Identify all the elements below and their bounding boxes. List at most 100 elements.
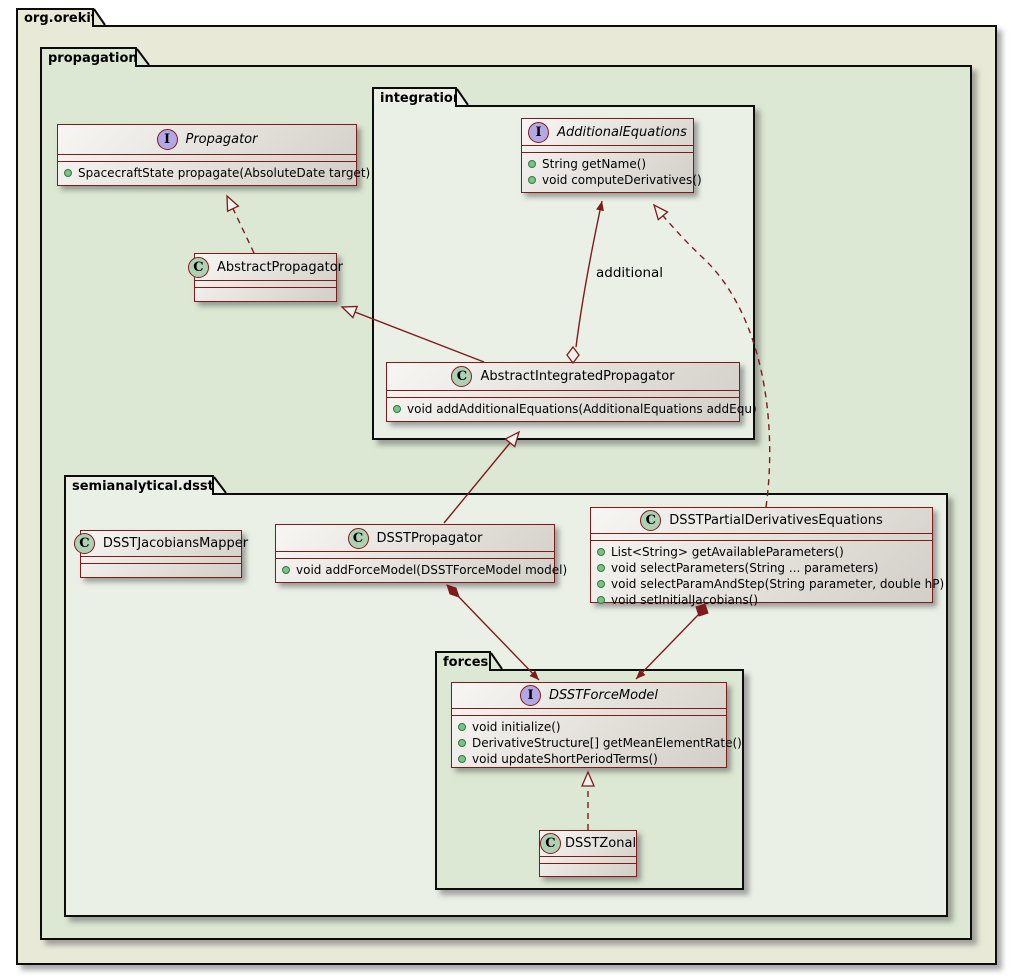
class-name: AbstractIntegratedPropagator bbox=[480, 369, 675, 384]
class-dsst-propagator-header: C DSSTPropagator bbox=[276, 525, 554, 551]
class-name: DSSTJacobiansMapper bbox=[102, 536, 249, 551]
method-row: DerivativeStructure[] getMeanElementRate… bbox=[458, 735, 742, 751]
class-propagator-header: I Propagator bbox=[58, 125, 356, 154]
methods-compartment bbox=[540, 864, 636, 877]
class-name: DSSTZonal bbox=[564, 836, 637, 851]
method-row: void addForceModel(DSSTForceModel model) bbox=[282, 562, 567, 578]
public-method-icon bbox=[597, 580, 605, 588]
method-label: DerivativeStructure[] getMeanElementRate… bbox=[472, 736, 742, 750]
method-row: void addAdditionalEquations(AdditionalEq… bbox=[393, 401, 757, 417]
package-forces-label: forces bbox=[443, 654, 489, 670]
methods-compartment: void addAdditionalEquations(AdditionalEq… bbox=[387, 398, 757, 421]
public-method-icon bbox=[528, 176, 536, 184]
class-name: DSSTForceModel bbox=[549, 688, 658, 703]
method-label: void initialize() bbox=[472, 720, 561, 734]
method-row: String getName() bbox=[528, 156, 687, 172]
method-row: void initialize() bbox=[458, 719, 720, 735]
class-dsst-force-model: I DSSTForceModel void initialize() Deriv… bbox=[451, 682, 742, 771]
public-method-icon bbox=[282, 566, 290, 574]
methods-compartment: SpacecraftState propagate(AbsoluteDate t… bbox=[58, 162, 370, 185]
interface-icon: I bbox=[156, 129, 178, 150]
public-method-icon bbox=[64, 169, 72, 177]
public-method-icon bbox=[458, 755, 466, 763]
class-icon: C bbox=[73, 533, 95, 554]
methods-compartment bbox=[195, 288, 336, 301]
public-method-icon bbox=[597, 564, 605, 572]
class-dsst-jacobians-mapper: C DSSTJacobiansMapper bbox=[73, 530, 248, 578]
class-dsst-force-model-header: I DSSTForceModel bbox=[452, 683, 726, 708]
interface-icon: I bbox=[520, 685, 542, 706]
method-label: List<String> getAvailableParameters() bbox=[611, 545, 844, 559]
class-dsst-zonal-header: C DSSTZonal bbox=[539, 831, 637, 856]
method-row: void computeDerivatives() bbox=[528, 172, 702, 188]
package-orekit-tab: org.orekit bbox=[16, 8, 98, 27]
package-propagation-label: propagation bbox=[48, 50, 138, 66]
method-label: void addAdditionalEquations(AdditionalEq… bbox=[407, 402, 757, 416]
class-abstract-propagator: C AbstractPropagator bbox=[187, 253, 343, 302]
method-row: SpacecraftState propagate(AbsoluteDate t… bbox=[64, 165, 370, 181]
methods-compartment: void initialize() DerivativeStructure[] … bbox=[452, 716, 742, 771]
fields-compartment bbox=[387, 390, 739, 398]
method-label: void addForceModel(DSSTForceModel model) bbox=[296, 563, 568, 577]
method-label: void selectParameters(String ... paramet… bbox=[611, 561, 879, 575]
package-forces-tab: forces bbox=[435, 651, 491, 671]
method-label: void selectParamAndStep(String parameter… bbox=[611, 577, 945, 591]
class-icon: C bbox=[640, 510, 662, 531]
package-orekit-label: org.orekit bbox=[24, 11, 98, 26]
edge-label-additional: additional bbox=[596, 265, 664, 281]
method-row: void selectParamAndStep(String parameter… bbox=[597, 576, 944, 592]
class-dsst-partial-derivatives-equations-header: C DSSTPartialDerivativesEquations bbox=[591, 508, 932, 533]
method-label: SpacecraftState propagate(AbsoluteDate t… bbox=[78, 166, 371, 180]
class-dsst-partial-derivatives-equations: C DSSTPartialDerivativesEquations List<S… bbox=[590, 507, 944, 607]
class-abstract-integrated-propagator: C AbstractIntegratedPropagator void addA… bbox=[386, 362, 757, 422]
class-abstract-propagator-header: C AbstractPropagator bbox=[187, 254, 343, 280]
methods-compartment bbox=[81, 564, 241, 577]
class-propagator: I Propagator SpacecraftState propagate(A… bbox=[57, 124, 370, 186]
methods-compartment: List<String> getAvailableParameters() vo… bbox=[591, 541, 944, 612]
fields-compartment bbox=[540, 856, 636, 864]
class-name: AdditionalEquations bbox=[557, 124, 687, 140]
class-additional-equations: I AdditionalEquations String getName() v… bbox=[521, 118, 702, 193]
fields-compartment bbox=[452, 708, 726, 716]
method-row: void setInitialJacobians() bbox=[597, 592, 926, 608]
package-integration-tab: integration bbox=[372, 87, 462, 107]
method-label: String getName() bbox=[542, 157, 647, 171]
class-icon: C bbox=[539, 833, 561, 854]
class-icon: C bbox=[187, 256, 209, 278]
public-method-icon bbox=[393, 405, 401, 413]
fields-compartment bbox=[195, 280, 336, 288]
package-integration-label: integration bbox=[380, 90, 463, 106]
methods-compartment: String getName() void computeDerivatives… bbox=[522, 153, 702, 192]
class-icon: C bbox=[347, 527, 369, 549]
public-method-icon bbox=[458, 739, 466, 747]
fields-compartment bbox=[591, 533, 932, 541]
public-method-icon bbox=[528, 160, 536, 168]
class-name: AbstractPropagator bbox=[216, 259, 344, 275]
methods-compartment: void addForceModel(DSSTForceModel model) bbox=[276, 559, 567, 582]
fields-compartment bbox=[276, 551, 554, 559]
class-name: Propagator bbox=[185, 132, 258, 147]
method-row: void selectParameters(String ... paramet… bbox=[597, 560, 926, 576]
class-name: DSSTPropagator bbox=[376, 530, 483, 546]
package-semianalytical-dsst-label: semianalytical.dsst bbox=[72, 478, 214, 494]
fields-compartment bbox=[522, 145, 693, 153]
fields-compartment bbox=[81, 556, 241, 564]
public-method-icon bbox=[597, 596, 605, 604]
method-label: void computeDerivatives() bbox=[542, 173, 702, 187]
method-label: void updateShortPeriodTerms() bbox=[472, 752, 658, 766]
package-propagation-tab: propagation bbox=[40, 47, 138, 67]
method-row: List<String> getAvailableParameters() bbox=[597, 544, 926, 560]
method-row: void updateShortPeriodTerms() bbox=[458, 751, 720, 767]
class-abstract-integrated-propagator-header: C AbstractIntegratedPropagator bbox=[387, 363, 739, 390]
class-dsst-zonal: C DSSTZonal bbox=[539, 830, 637, 877]
class-additional-equations-header: I AdditionalEquations bbox=[522, 119, 693, 145]
method-label: void setInitialJacobians() bbox=[611, 593, 759, 607]
class-dsst-propagator: C DSSTPropagator void addForceModel(DSST… bbox=[275, 524, 567, 583]
public-method-icon bbox=[597, 548, 605, 556]
interface-icon: I bbox=[528, 121, 550, 143]
class-icon: C bbox=[451, 366, 473, 387]
public-method-icon bbox=[458, 723, 466, 731]
class-name: DSSTPartialDerivativesEquations bbox=[669, 513, 883, 528]
fields-compartment bbox=[58, 154, 356, 162]
